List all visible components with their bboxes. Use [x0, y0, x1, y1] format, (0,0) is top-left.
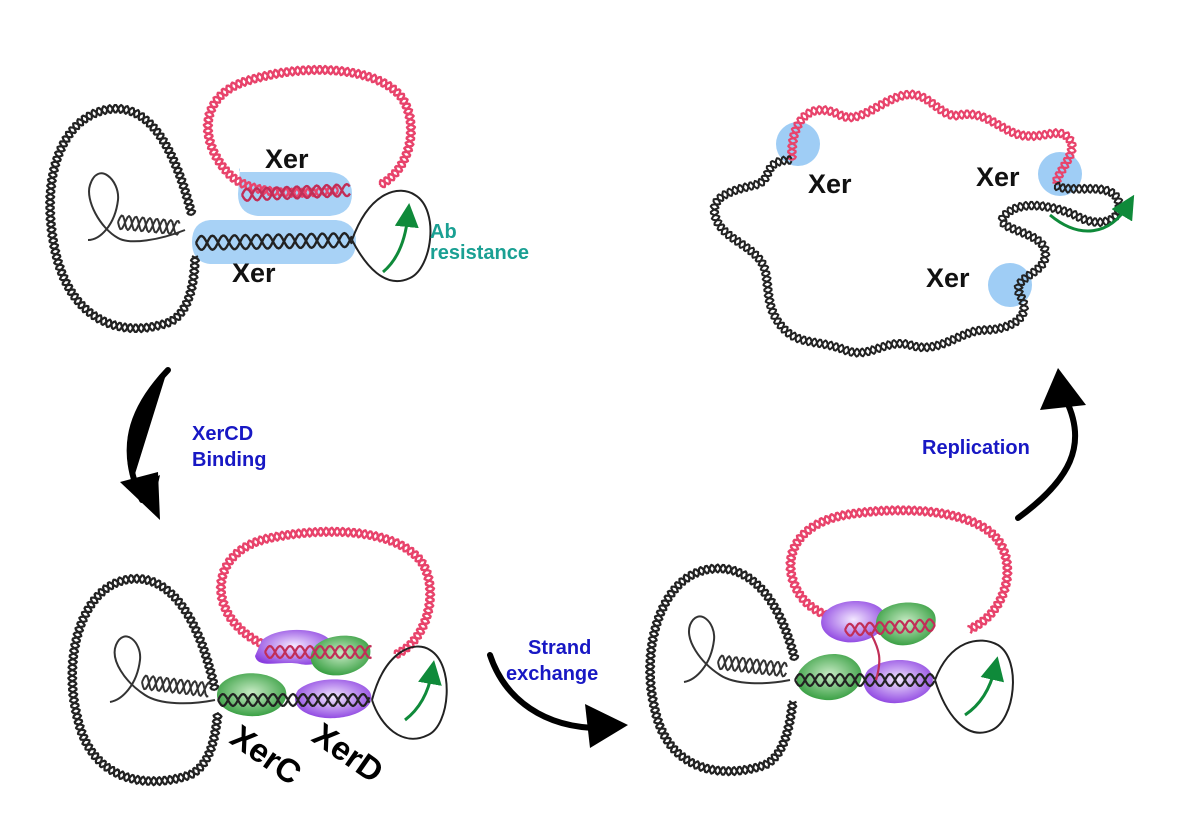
- exchanged-strand-pink-strand-1: [844, 618, 936, 637]
- xer-site-duplex-bottom-2-strand-2: [217, 692, 371, 708]
- xerc-label: XerC: [224, 717, 308, 792]
- resistance-loop-2: [371, 645, 448, 740]
- resistance-loop: [351, 189, 432, 283]
- arrow-binding-head: [120, 472, 160, 520]
- arrow-strand-exchange-head: [585, 704, 628, 748]
- antibiotic-resistance-label-line1: Ab: [430, 221, 457, 243]
- xer-site-duplex-top-2-strand-1: [264, 644, 372, 660]
- inner-coil-wave-2-strand-2: [141, 674, 209, 698]
- arrow-strand-exchange-body: [487, 652, 603, 731]
- monomer-pink-segment-strand-1: [787, 89, 1077, 186]
- monomer-black-segment-strand-2: [709, 155, 1124, 358]
- panel-replication: Xer Xer Xer: [709, 89, 1135, 358]
- xer-site-circle-1: [776, 122, 820, 166]
- xer-site-label-top: Xer: [265, 144, 309, 174]
- inner-coil-black-2: [109, 635, 216, 705]
- xer-site-duplex-top-2-strand-2: [264, 644, 372, 660]
- inner-coil-wave-strand-2: [117, 214, 181, 235]
- plasmid-black-large-loop-strand-2: [45, 103, 200, 333]
- xer-site-label-monomer-3: Xer: [926, 263, 970, 293]
- monomer-black-segment-strand-1: [709, 155, 1124, 358]
- plasmid-black-large-loop-2-strand-2: [67, 573, 222, 787]
- plasmid-black-large-loop-3-strand-2: [644, 563, 798, 777]
- antibiotic-resistance-label-line2: resistance: [430, 242, 529, 264]
- step-label-xercd-line1: XerCD: [192, 423, 253, 445]
- resistance-gene-arrow-4: [1049, 194, 1135, 233]
- arrow-replication-body: [1015, 397, 1079, 521]
- panel-dimer: Xer Xer Ab resistance: [44, 64, 529, 334]
- crossover-strand: [869, 631, 881, 681]
- xerd-protein-lower: [295, 679, 372, 719]
- arrow-binding: [129, 368, 168, 512]
- xerc-protein: [310, 635, 371, 676]
- inner-coil-wave-strand-1: [117, 215, 180, 236]
- resistance-gene-arrow: [382, 203, 419, 274]
- inner-coil-black: [87, 172, 186, 243]
- xer-site-duplex-bottom-2-strand-1: [217, 692, 371, 708]
- xerc-protein-3b: [796, 653, 862, 701]
- xer-site-label-bottom: Xer: [232, 258, 276, 288]
- xerd-protein-3a: [821, 601, 886, 643]
- arrow-replication-head: [1040, 368, 1086, 410]
- step-label-strand-line1: Strand: [528, 637, 591, 659]
- resistance-loop-3: [934, 639, 1014, 734]
- monomer-pink-segment-strand-2: [786, 89, 1077, 184]
- xer-site-label-monomer-1: Xer: [808, 169, 852, 199]
- inner-coil-black-3: [683, 615, 791, 685]
- panel-strand-exchange: [644, 505, 1014, 777]
- resistance-gene-arrow-3: [964, 656, 1005, 717]
- xerd-protein-3b: [863, 659, 933, 704]
- inner-coil-wave-3-strand-2: [717, 654, 788, 678]
- panel-xercd-bound: XerC XerD: [67, 526, 448, 792]
- cycle-arrows: XerCD Binding Strand exchange Replicatio…: [120, 367, 1086, 748]
- step-label-strand-line2: exchange: [506, 663, 598, 685]
- plasmid-black-large-loop-strand-1: [44, 103, 200, 334]
- plasmid-black-large-loop-3-strand-1: [644, 563, 800, 777]
- xer-site-label-monomer-2: Xer: [976, 162, 1020, 192]
- step-label-replication: Replication: [922, 437, 1030, 459]
- resistance-gene-arrow-2: [404, 660, 442, 722]
- step-label-xercd-line2: Binding: [192, 449, 266, 471]
- xer-site-duplex-bottom-strand-1: [194, 231, 354, 252]
- xer-site-duplex-bottom-strand-2: [194, 232, 353, 251]
- exchanged-strand-black-strand-2: [794, 672, 936, 688]
- xerd-label: XerD: [306, 715, 390, 790]
- xer-site-duplex-top-strand-2: [240, 182, 351, 202]
- exchanged-strand-pink-strand-2: [844, 618, 936, 637]
